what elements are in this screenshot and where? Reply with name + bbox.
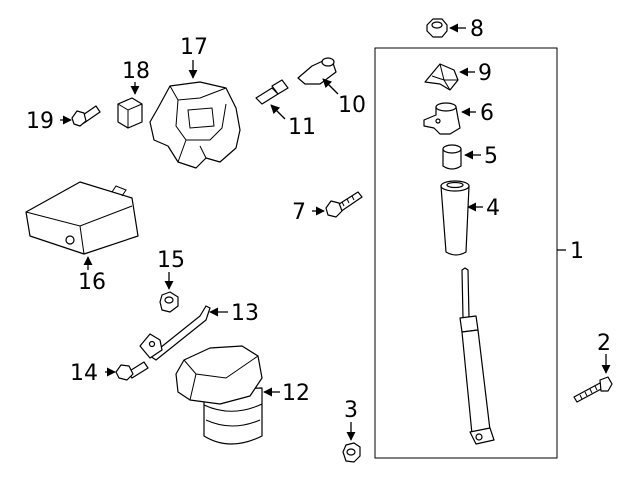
nut-part-3 [342,422,361,463]
control-module-part-16 [25,181,139,270]
callout-14: 14 [70,361,98,386]
callout-16: 16 [78,270,106,295]
link-rod-part-13 [139,305,228,361]
callout-4: 4 [486,196,500,221]
callout-1: 1 [570,239,584,264]
nut-part-8 [426,18,466,38]
upper-mount-part-9 [424,63,475,91]
callout-5: 5 [484,144,498,169]
connector-part-11 [255,79,289,120]
bolt-part-7 [312,191,363,218]
assembly-box [374,47,566,459]
callout-10: 10 [338,93,366,118]
callout-19: 19 [26,109,54,134]
bolt-part-14 [105,361,149,381]
callout-3: 3 [344,398,358,423]
air-spring-part-12 [175,345,280,445]
bolt-part-2 [573,354,613,403]
callout-11: 11 [288,115,316,140]
module-part-17 [149,60,241,169]
shock-absorber-part-1 [459,267,495,445]
callout-12: 12 [282,381,310,406]
nut-part-15 [159,272,179,313]
callout-6: 6 [480,101,494,126]
relay-part-18 [117,82,143,129]
callout-8: 8 [470,17,484,42]
callout-13: 13 [231,301,259,326]
callout-18: 18 [122,59,150,84]
callout-2: 2 [597,331,611,356]
bumper-part-5 [442,144,481,170]
dust-boot-part-4 [440,180,483,256]
bolt-part-19 [60,105,101,127]
callout-7: 7 [292,200,306,225]
callout-labels: 1 2 3 4 5 6 7 8 9 10 11 12 13 14 15 16 1… [26,17,611,423]
callout-17: 17 [180,35,208,60]
spring-seat-part-6 [423,102,476,135]
callout-15: 15 [157,248,185,273]
callout-9: 9 [478,61,492,86]
sensor-part-10 [297,57,339,95]
